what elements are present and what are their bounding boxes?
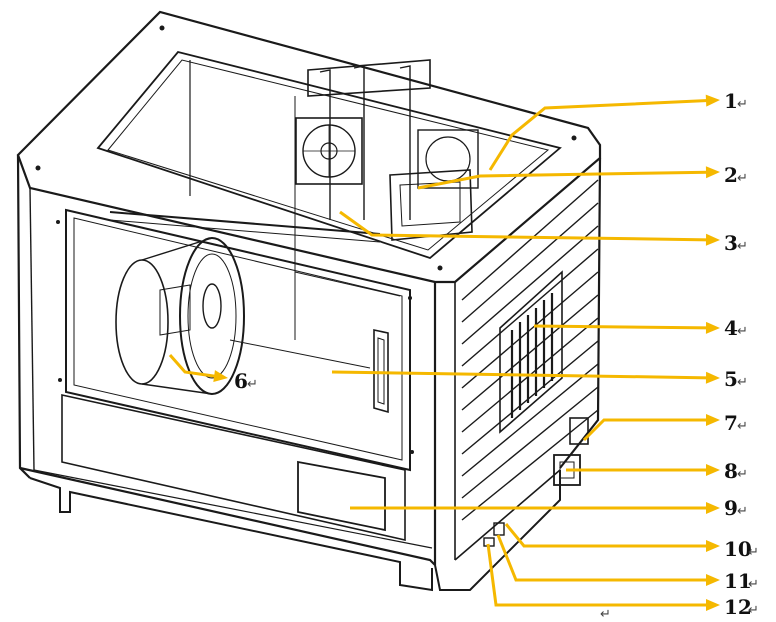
arrowhead-4 [705, 321, 720, 334]
arrowhead-5 [705, 371, 720, 384]
trailing-return-mark: ↵ [600, 607, 611, 622]
callout-return-mark-7: ↵ [737, 419, 748, 434]
arrowhead-7 [706, 414, 720, 426]
callout-return-mark-2: ↵ [737, 171, 748, 186]
arrowhead-2 [705, 166, 720, 179]
callout-4: 4↵ [533, 316, 748, 340]
callout-label-11: 11 [724, 569, 752, 593]
callout-return-mark-3: ↵ [737, 239, 748, 254]
callout-5: 5↵ [331, 367, 748, 391]
callout-9: 9↵ [350, 496, 748, 520]
arrowhead-6 [213, 370, 228, 383]
leader-line-1 [488, 99, 709, 171]
callout-11: 11↵ [496, 534, 759, 593]
arrowhead-10 [706, 540, 720, 552]
leader-line-6 [168, 354, 217, 378]
arrowhead-3 [705, 233, 720, 246]
callout-3: 3↵ [339, 210, 748, 255]
leader-line-10 [504, 523, 708, 548]
callout-label-2: 2 [724, 163, 738, 187]
callout-12: 12↵ [486, 543, 759, 619]
callout-2: 2↵ [417, 163, 748, 190]
callout-8: 8↵ [566, 459, 748, 483]
callout-label-12: 12 [724, 595, 752, 619]
arrowhead-1 [705, 94, 720, 107]
callout-label-7: 7 [724, 411, 738, 435]
arrowhead-11 [706, 574, 720, 586]
callout-return-mark-6: ↵ [247, 377, 258, 392]
callout-6: 6↵ [168, 354, 258, 393]
leader-line-2 [417, 170, 709, 190]
callout-10: 10↵ [504, 523, 759, 561]
leader-line-11 [496, 534, 708, 582]
callout-return-mark-4: ↵ [737, 324, 748, 339]
leader-line-7 [582, 418, 708, 442]
arrowhead-12 [706, 599, 720, 611]
callout-return-mark-11: ↵ [748, 577, 759, 592]
callout-return-mark-8: ↵ [737, 467, 748, 482]
callout-return-mark-1: ↵ [737, 97, 748, 112]
callout-label-1: 1 [724, 89, 738, 113]
arrowhead-8 [706, 464, 720, 476]
leader-line-4 [533, 324, 709, 330]
callout-label-3: 3 [724, 231, 738, 255]
leader-line-12 [486, 543, 708, 607]
callout-return-mark-12: ↵ [748, 603, 759, 618]
callout-label-10: 10 [724, 537, 752, 561]
leader-line-5 [331, 370, 709, 380]
callout-label-5: 5 [724, 367, 738, 391]
callout-label-6: 6 [234, 369, 248, 393]
callout-layer: 1↵2↵3↵4↵5↵6↵7↵8↵9↵10↵11↵12↵ [168, 89, 759, 619]
leader-line-3 [339, 210, 709, 242]
callout-7: 7↵ [582, 411, 748, 442]
callout-return-mark-9: ↵ [737, 504, 748, 519]
callout-return-mark-10: ↵ [748, 545, 759, 560]
callout-return-mark-5: ↵ [737, 375, 748, 390]
callout-1: 1↵ [488, 89, 748, 171]
callout-label-8: 8 [724, 459, 738, 483]
callout-label-4: 4 [724, 316, 738, 340]
printer-illustration [16, 10, 602, 592]
arrowhead-9 [706, 502, 720, 514]
callout-label-9: 9 [724, 496, 738, 520]
